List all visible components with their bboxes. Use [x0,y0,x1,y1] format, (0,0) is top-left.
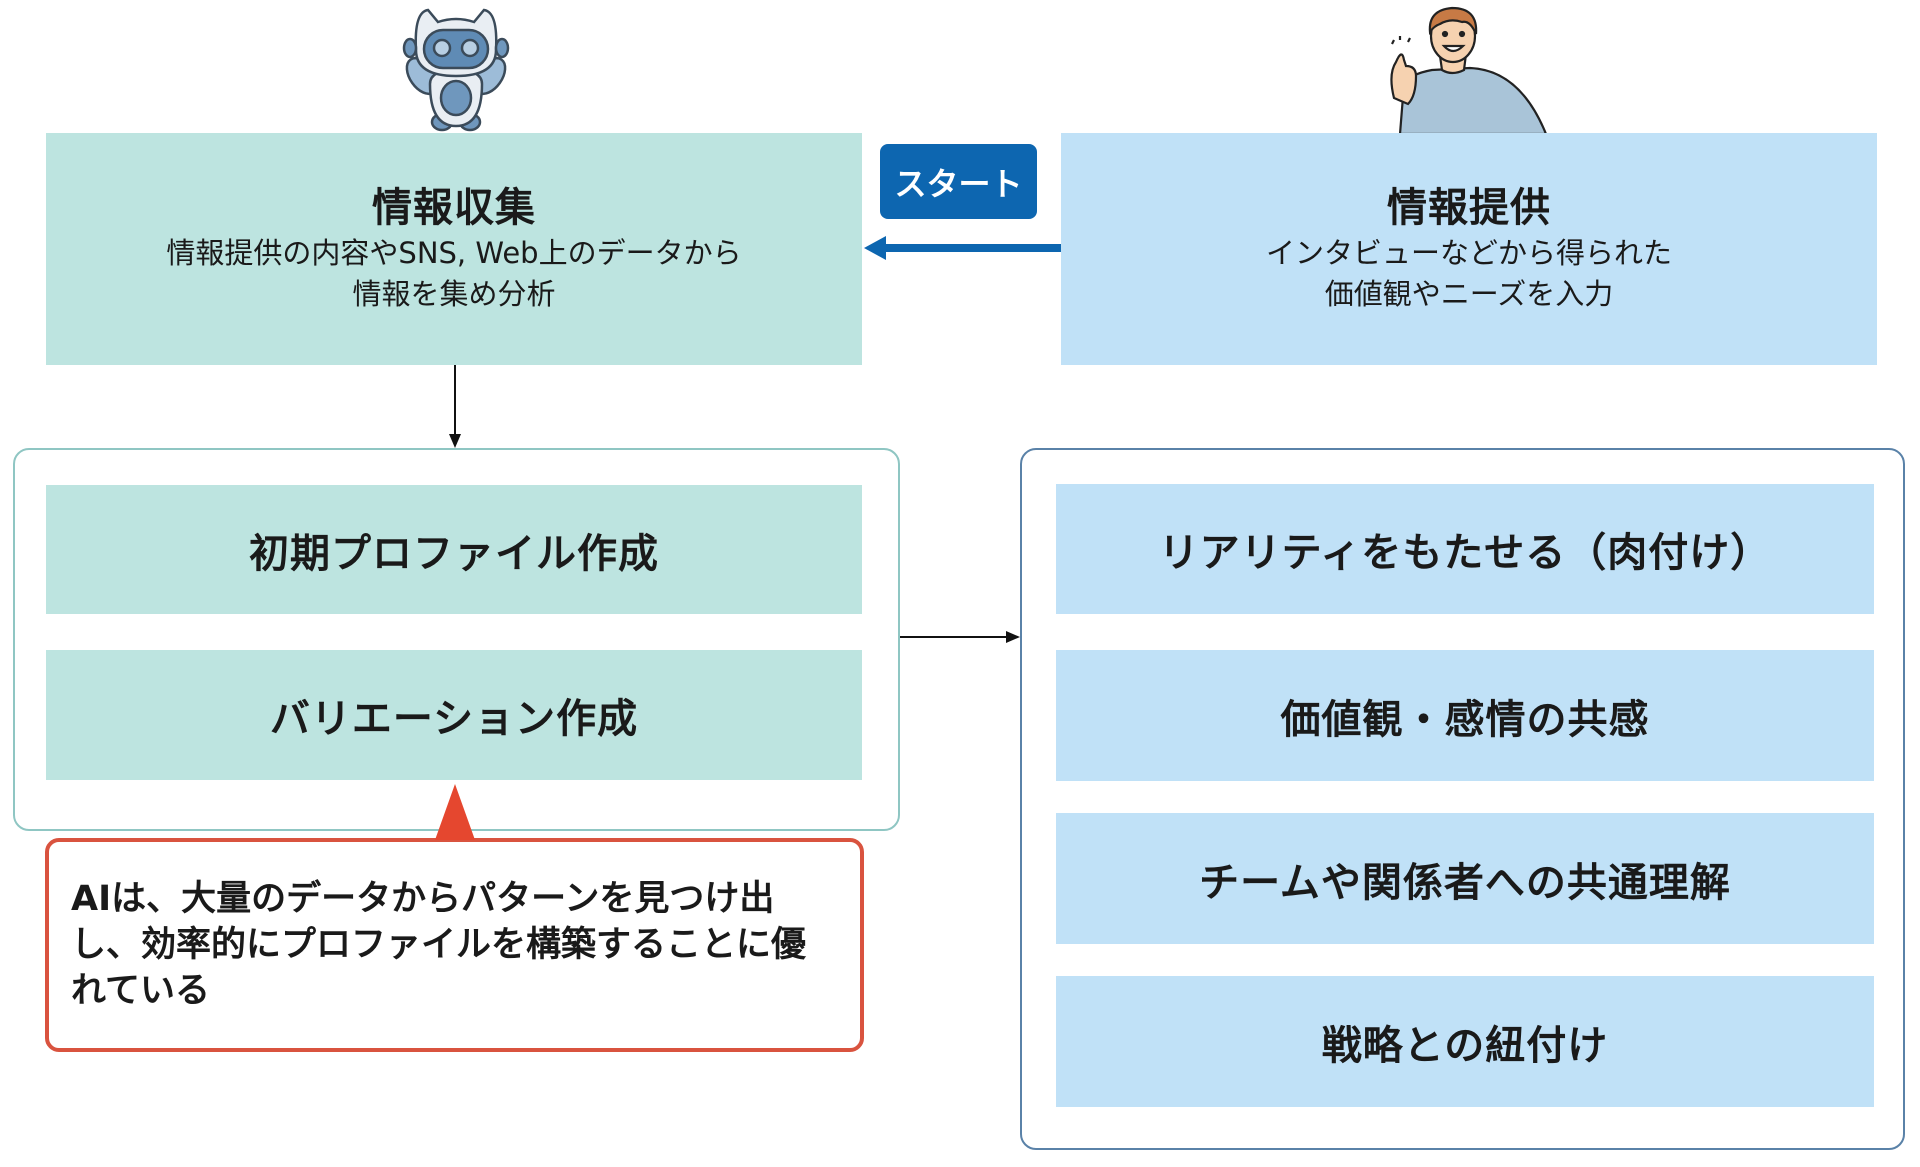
note-line-3: れている [71,971,210,1012]
down-arrow [449,365,461,448]
info-provision-title: 情報提供 [1387,185,1551,232]
info-collection-title: 情報収集 [372,185,536,232]
info-provision-desc-line-2: 価値観やニーズを入力 [1324,277,1614,311]
human-step-reality: リアリティをもたせる（肉付け） [1056,484,1874,614]
human-step-label: リアリティをもたせる（肉付け） [1158,530,1772,576]
info-collection-box: 情報収集 情報提供の内容やSNS, Web上のデータから 情報を集め分析 [46,133,862,365]
thumbs-up-person-icon [1370,4,1560,136]
note-line-2: し、効率的にプロファイルを構築することに優 [71,925,807,966]
human-step-label: 戦略との紐付け [1321,1022,1609,1069]
info-collection-desc-line-2: 情報を集め分析 [352,277,556,311]
human-step-empathy: 価値観・感情の共感 [1056,650,1874,781]
start-button-label: スタート [894,164,1023,203]
ai-step-label: バリエーション作成 [269,696,639,742]
human-step-label: 価値観・感情の共感 [1280,696,1650,743]
human-step-label: チームや関係者への共通理解 [1199,859,1731,906]
start-button[interactable]: スタート [880,144,1037,219]
robot-mascot-icon [400,4,512,134]
info-provision-box: 情報提供 インタビューなどから得られた 価値観やニーズを入力 [1061,133,1877,365]
right-arrow [900,631,1020,643]
info-collection-desc-line-1: 情報提供の内容やSNS, Web上のデータから [166,236,742,271]
ai-step-initial-profile: 初期プロファイル作成 [46,485,862,614]
human-step-shared-understanding: チームや関係者への共通理解 [1056,813,1874,944]
ai-step-variation: バリエーション作成 [46,650,862,780]
note-line-1: AIは、大量のデータからパターンを見つけ出 [71,879,775,919]
ai-step-label: 初期プロファイル作成 [249,530,659,577]
info-provision-desc-line-1: インタビューなどから得られた [1265,236,1672,271]
ai-strength-note: AIは、大量のデータからパターンを見つけ出 し、効率的にプロファイルを構築するこ… [45,838,864,1052]
start-arrow [864,236,1061,260]
note-pointer-triangle [435,784,475,840]
human-step-strategy-link: 戦略との紐付け [1056,976,1874,1107]
